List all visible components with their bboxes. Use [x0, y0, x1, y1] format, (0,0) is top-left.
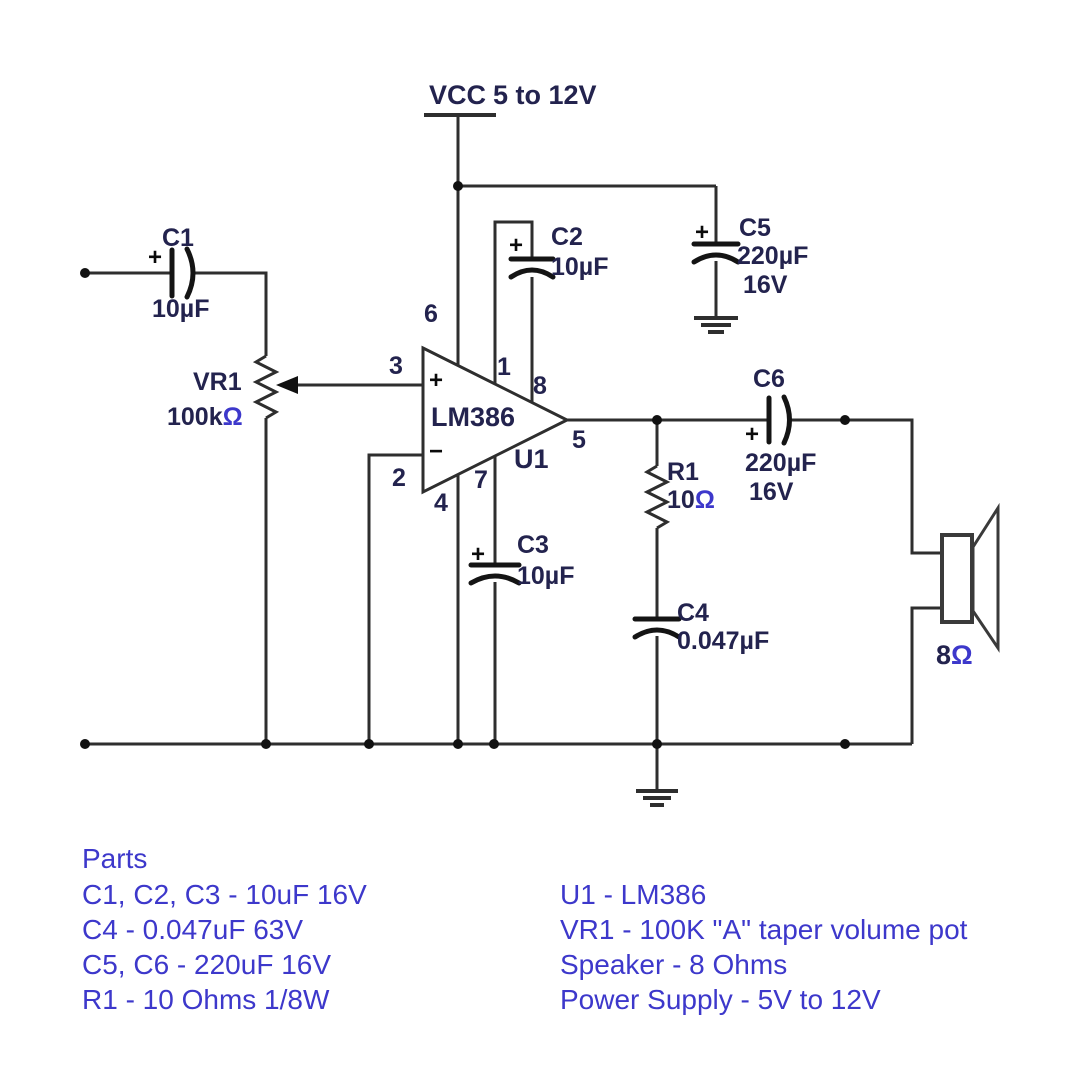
junction-dot	[261, 739, 271, 749]
c6-ref-label: C6	[753, 365, 785, 393]
c5-plate-negative	[691, 252, 741, 265]
c1-to-pot-wire	[193, 271, 268, 356]
speaker-icon	[940, 502, 1000, 653]
c2-plus-sign: +	[509, 232, 524, 259]
junction-dot	[364, 739, 374, 749]
vr1-ref-label: VR1	[193, 368, 242, 396]
parts-list-item: Speaker - 8 Ohms	[560, 949, 788, 980]
speaker-ohm-symbol: Ω	[951, 640, 973, 670]
junction-dot	[840, 415, 850, 425]
r1-value-number: 10	[667, 486, 695, 514]
c4-value-label: 0.047µF	[677, 627, 770, 655]
speaker-return-wire	[910, 606, 942, 744]
vr1-value-number: 100k	[167, 403, 223, 431]
capacitors	[169, 241, 792, 640]
c5-voltage-label: 16V	[743, 271, 788, 299]
c3-value-label: 10µF	[517, 562, 575, 590]
pin2-wire	[367, 453, 423, 744]
parts-list-item: C5, C6 - 220uF 16V	[82, 949, 332, 980]
pin-4-label: 4	[434, 489, 448, 517]
parts-list-item: VR1 - 100K "A" taper volume pot	[560, 914, 968, 945]
ic-ref-label: U1	[514, 444, 549, 474]
vcc-range-label: 5 to 12V	[493, 80, 597, 110]
resistors	[252, 354, 671, 530]
pin-7-label: 7	[474, 466, 488, 494]
opamp-triangle	[421, 345, 571, 495]
c6-plus-sign: +	[745, 421, 760, 448]
pin1-pin8-loop-wire	[493, 220, 534, 384]
junction-dot	[489, 739, 499, 749]
ground-terminal-dot	[80, 739, 90, 749]
opamp-minus-input-sign: −	[429, 438, 444, 465]
junction-dot	[652, 739, 662, 749]
pin-6-label: 6	[424, 300, 438, 328]
parts-list-item: R1 - 10 Ohms 1/8W	[82, 984, 330, 1015]
vr1-potentiometer-zigzag	[252, 354, 280, 420]
r1-resistor-zigzag	[643, 464, 671, 530]
parts-list-item: C1, C2, C3 - 10uF 16V	[82, 879, 367, 910]
c6-plate-negative	[781, 394, 792, 446]
vr1-value-label: 100kΩ	[167, 405, 243, 430]
output-wire-right	[790, 418, 942, 555]
wires	[85, 113, 942, 791]
pin-1-label: 1	[497, 353, 511, 381]
r1-value-label: 10Ω	[667, 488, 715, 513]
main-ground-icon	[636, 789, 678, 807]
c4-plate-bottom	[632, 627, 682, 640]
ic-name-label: LM386	[431, 402, 516, 432]
c3-plate-negative	[468, 573, 522, 586]
c1-plus-sign: +	[148, 244, 163, 271]
c6-value-label: 220µF	[745, 449, 817, 477]
vr1-ohm-symbol: Ω	[222, 403, 243, 431]
speaker-impedance-label: 8Ω	[936, 642, 973, 669]
parts-list-item: C4 - 0.047uF 63V	[82, 914, 304, 945]
r1-ohm-symbol: Ω	[694, 486, 715, 514]
pin-8-label: 8	[533, 372, 547, 400]
junction-dot	[652, 415, 662, 425]
pot-wiper-arrow-icon	[276, 376, 298, 394]
schematic-canvas	[80, 113, 1000, 807]
c2-ref-label: C2	[551, 223, 583, 251]
c1-value-label: 10µF	[152, 295, 210, 323]
c1-ref-label: C1	[162, 224, 194, 252]
r1-ref-label: R1	[667, 458, 699, 486]
junction-dot	[840, 739, 850, 749]
c4-ref-label: C4	[677, 599, 709, 627]
c3-plus-sign: +	[471, 541, 486, 568]
ground-symbols	[636, 316, 738, 807]
c1-plate-negative	[184, 246, 196, 300]
parts-list-item: U1 - LM386	[560, 879, 707, 910]
c3-ref-label: C3	[517, 531, 549, 559]
c2-value-label: 10µF	[551, 253, 609, 281]
c5-value-label: 220µF	[737, 242, 809, 270]
c6-voltage-label: 16V	[749, 478, 794, 506]
c5-ref-label: C5	[739, 214, 771, 242]
c5-plus-sign: +	[695, 219, 710, 246]
junction-dots	[80, 181, 850, 749]
junction-dot	[453, 739, 463, 749]
c2-plate-negative	[508, 267, 556, 280]
junction-dot	[453, 181, 463, 191]
opamp-plus-input-sign: +	[429, 367, 444, 394]
vcc-label: VCC	[429, 80, 487, 110]
parts-list-item: Power Supply - 5V to 12V	[560, 984, 881, 1015]
c5-ground-icon	[694, 316, 738, 334]
pin-2-label: 2	[392, 464, 406, 492]
input-terminal-dot	[80, 268, 90, 278]
pin-5-label: 5	[572, 426, 586, 454]
pin-3-label: 3	[389, 352, 403, 380]
speaker-impedance-number: 8	[936, 640, 952, 670]
parts-list-heading: Parts	[82, 843, 148, 874]
